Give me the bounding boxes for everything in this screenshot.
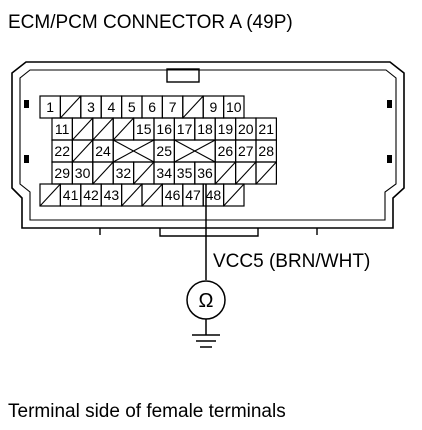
terminal-blank — [71, 117, 94, 141]
terminal-17: 17 — [173, 117, 196, 141]
terminal-number: 32 — [116, 165, 132, 181]
terminal-30: 30 — [71, 161, 94, 185]
terminal-25: 25 — [153, 139, 175, 163]
terminal-24: 24 — [92, 139, 114, 163]
terminal-36: 36 — [194, 161, 216, 185]
terminal-number: 17 — [177, 121, 193, 137]
terminal-blank — [112, 117, 135, 141]
terminal-number: 21 — [258, 121, 274, 137]
housing-tabs — [24, 100, 392, 163]
terminal-number: 28 — [258, 143, 274, 159]
terminal-blank — [182, 95, 204, 119]
terminal-number: 34 — [156, 165, 172, 181]
terminal-blank-cross — [173, 139, 216, 163]
terminal-43: 43 — [100, 183, 123, 207]
terminal-18: 18 — [194, 117, 216, 141]
probe-wire — [186, 184, 226, 348]
terminal-blank — [120, 183, 143, 207]
terminal-number: 22 — [54, 143, 70, 159]
terminal-11: 11 — [51, 117, 73, 141]
terminal-blank-cross — [112, 139, 155, 163]
terminal-blank — [141, 183, 163, 207]
terminal-26: 26 — [214, 139, 237, 163]
terminal-number: 36 — [197, 165, 213, 181]
terminal-number: 1 — [46, 99, 54, 115]
terminal-28: 28 — [255, 139, 277, 163]
terminal-blank — [59, 95, 82, 119]
terminal-number: 11 — [55, 121, 70, 137]
terminal-6: 6 — [141, 95, 163, 119]
terminal-9: 9 — [202, 95, 225, 119]
terminal-35: 35 — [173, 161, 196, 185]
terminal-42: 42 — [80, 183, 102, 207]
terminal-number: 27 — [238, 143, 254, 159]
terminal-32: 32 — [112, 161, 135, 185]
terminal-blank — [92, 117, 114, 141]
terminal-19: 19 — [214, 117, 237, 141]
terminal-number: 3 — [87, 99, 95, 115]
terminal-number: 19 — [218, 121, 234, 137]
ohmmeter-icon: Ω — [199, 290, 214, 312]
terminal-number: 46 — [165, 187, 181, 203]
terminal-number: 24 — [95, 143, 111, 159]
terminal-20: 20 — [235, 117, 257, 141]
terminal-blank — [235, 161, 257, 185]
terminal-number: 43 — [104, 187, 120, 203]
terminal-blank — [92, 161, 114, 185]
terminal-10: 10 — [223, 95, 245, 119]
terminal-number: 26 — [218, 143, 234, 159]
terminal-blank — [214, 161, 237, 185]
footer-caption: Terminal side of female terminals — [8, 401, 286, 422]
terminal-number: 30 — [75, 165, 91, 181]
terminal-number: 35 — [177, 165, 193, 181]
terminal-number: 5 — [128, 99, 136, 115]
terminal-29: 29 — [51, 161, 73, 185]
terminal-16: 16 — [153, 117, 175, 141]
terminal-blank — [71, 139, 94, 163]
terminal-46: 46 — [161, 183, 184, 207]
terminal-number: 4 — [108, 99, 116, 115]
terminal-blank — [223, 183, 245, 207]
terminal-3: 3 — [80, 95, 102, 119]
terminal-7: 7 — [161, 95, 184, 119]
terminal-15: 15 — [133, 117, 155, 141]
terminal-27: 27 — [235, 139, 257, 163]
terminal-number: 25 — [156, 143, 172, 159]
connector-housing — [11, 61, 405, 237]
terminal-blank — [133, 161, 155, 185]
diagram-title: ECM/PCM CONNECTOR A (49P) — [8, 12, 293, 33]
terminal-47: 47 — [182, 183, 204, 207]
terminal-blank — [255, 161, 277, 185]
terminal-number: 41 — [63, 187, 79, 203]
terminal-number: 18 — [197, 121, 213, 137]
terminal-number: 20 — [238, 121, 254, 137]
terminal-number: 15 — [136, 121, 152, 137]
terminal-21: 21 — [255, 117, 277, 141]
terminal-number: 16 — [156, 121, 172, 137]
terminal-number: 6 — [148, 99, 156, 115]
terminal-5: 5 — [120, 95, 143, 119]
terminal-number: 7 — [169, 99, 177, 115]
terminal-blank — [39, 183, 61, 207]
terminal-34: 34 — [153, 161, 175, 185]
terminal-41: 41 — [59, 183, 82, 207]
terminal-4: 4 — [100, 95, 123, 119]
probe-label: VCC5 (BRN/WHT) — [213, 251, 370, 272]
terminal-number: 9 — [210, 99, 218, 115]
terminal-number: 29 — [54, 165, 70, 181]
terminal-number: 47 — [185, 187, 201, 203]
terminal-1: 1 — [39, 95, 61, 119]
terminal-22: 22 — [51, 139, 73, 163]
terminal-number: 10 — [226, 99, 242, 115]
terminal-number: 48 — [206, 187, 222, 203]
terminal-number: 42 — [83, 187, 99, 203]
